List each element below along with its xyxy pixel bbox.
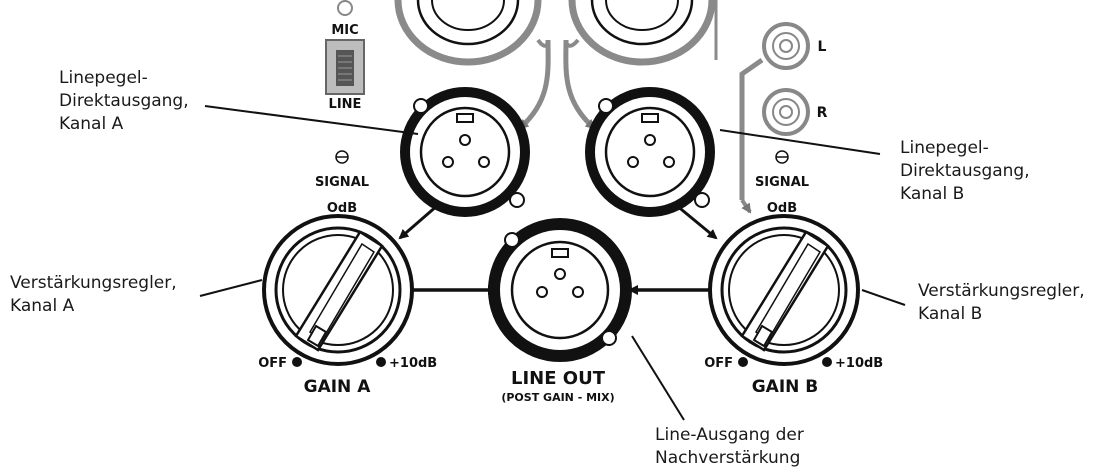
callout-line: Kanal A [59, 114, 124, 134]
gain-a-label: GAIN A [304, 377, 372, 397]
leader-direct-b [719, 129, 881, 155]
xlr-line-out [488, 218, 632, 362]
leader-direct-a [204, 105, 419, 135]
gain-knob-a [262, 214, 414, 367]
rca-routing-lines [739, 57, 764, 214]
gain-b-label: GAIN B [752, 377, 819, 397]
mic-line-switch [325, 0, 365, 95]
callout-line: Direktausgang, [900, 161, 1030, 181]
callout-line: Kanal B [918, 304, 983, 324]
gain-b-off-label: OFF [704, 356, 733, 371]
signal-led-a [335, 150, 349, 164]
rca-jack-right [762, 88, 810, 136]
odb-label-b: OdB [767, 201, 797, 216]
callout-line: Line-Ausgang der [655, 425, 804, 445]
callout-line: Verstärkungsregler, [10, 273, 177, 293]
leader-line-out [631, 335, 685, 421]
combo-input-b [568, 0, 716, 66]
line-out-label: LINE OUT [511, 368, 606, 389]
line-label: LINE [329, 97, 362, 112]
leader-gain-a [199, 279, 263, 297]
odb-label-a: OdB [327, 201, 357, 216]
signal-label-a: SIGNAL [315, 175, 369, 190]
rca-jack-left [762, 22, 810, 70]
signal-label-b: SIGNAL [755, 175, 809, 190]
combo-input-a [394, 0, 542, 66]
callout-line: Nachverstärkung [655, 448, 801, 468]
xlr-direct-out-a [400, 87, 530, 217]
gain-a-off-label: OFF [258, 356, 287, 371]
callout-line: Linepegel- [900, 138, 989, 158]
direct-to-gain-arrows [398, 203, 718, 240]
mic-label: MIC [331, 23, 358, 38]
callout-direct-out-b: Linepegel- Direktausgang, Kanal B [900, 137, 1030, 206]
callout-line: Kanal A [10, 296, 75, 316]
callout-gain-a: Verstärkungsregler, Kanal A [10, 272, 177, 318]
callout-line-out: Line-Ausgang der Nachverstärkung [655, 424, 804, 470]
gain-b-plus10-label: +10dB [835, 356, 883, 371]
rca-left-label: L [818, 39, 827, 55]
leader-gain-b [861, 289, 906, 306]
callout-line: Verstärkungsregler, [918, 281, 1085, 301]
xlr-direct-out-b [585, 87, 715, 217]
callout-direct-out-a: Linepegel- Direktausgang, Kanal A [59, 67, 189, 136]
callout-gain-b: Verstärkungsregler, Kanal B [918, 280, 1085, 326]
signal-led-b [775, 150, 789, 164]
line-out-sub-label: (POST GAIN - MIX) [501, 391, 614, 404]
gain-knob-b [708, 214, 860, 367]
callout-leaders [199, 105, 906, 421]
callout-line: Kanal B [900, 184, 965, 204]
gain-a-plus10-label: +10dB [389, 356, 437, 371]
callout-line: Linepegel- [59, 68, 148, 88]
rca-right-label: R [817, 105, 828, 121]
input-routing-arrows [518, 38, 596, 130]
callout-line: Direktausgang, [59, 91, 189, 111]
